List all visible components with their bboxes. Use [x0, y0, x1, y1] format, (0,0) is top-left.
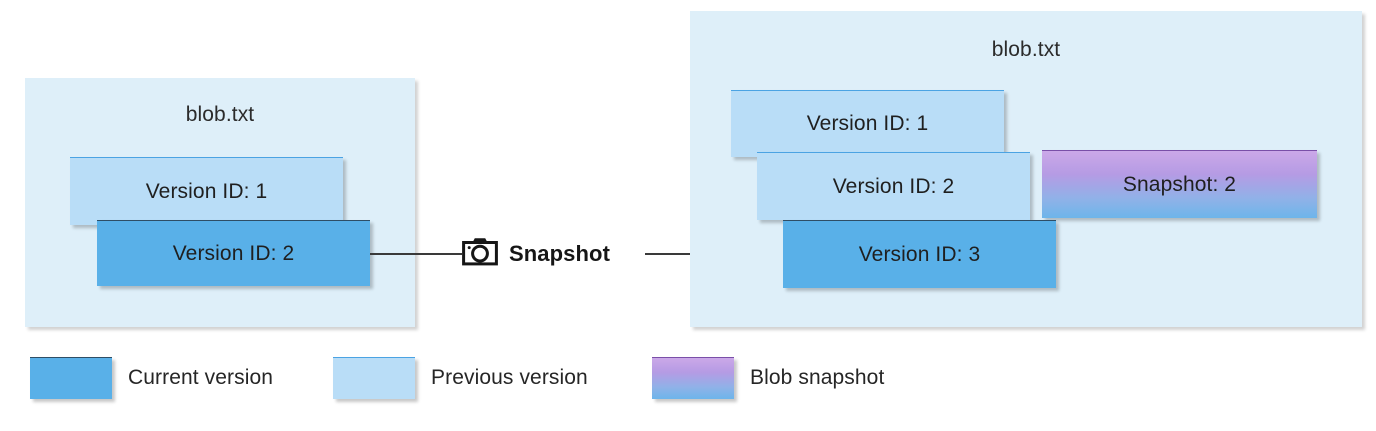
left-version-box-2: Version ID: 2: [97, 220, 370, 286]
snapshot-label: Snapshot: [509, 240, 611, 266]
legend-swatch-current-version: [30, 357, 112, 399]
legend-label-current-version: Current version: [128, 366, 274, 389]
legend-label-previous-version: Previous version: [431, 366, 588, 389]
camera-icon: [462, 236, 498, 271]
legend-swatch-blob-snapshot: [652, 357, 734, 399]
legend-item-blob-snapshot: Blob snapshot: [652, 357, 884, 399]
right-snapshot-box: Snapshot: 2: [1042, 150, 1317, 218]
left-version-box-1: Version ID: 1: [70, 157, 343, 225]
legend-swatch-previous-version: [333, 357, 415, 399]
snapshot-connector-line-left: [370, 253, 462, 255]
right-version-box-3: Version ID: 3: [783, 220, 1056, 288]
legend-item-current-version: Current version: [30, 357, 273, 399]
legend-label-blob-snapshot: Blob snapshot: [750, 366, 885, 389]
legend-item-previous-version: Previous version: [333, 357, 588, 399]
right-version-box-1: Version ID: 1: [731, 90, 1004, 157]
right-panel-title: blob.txt: [991, 38, 1061, 61]
snapshot-transition-group: Snapshot: [462, 236, 610, 271]
left-panel-title: blob.txt: [185, 103, 255, 126]
right-version-box-2: Version ID: 2: [757, 152, 1030, 220]
